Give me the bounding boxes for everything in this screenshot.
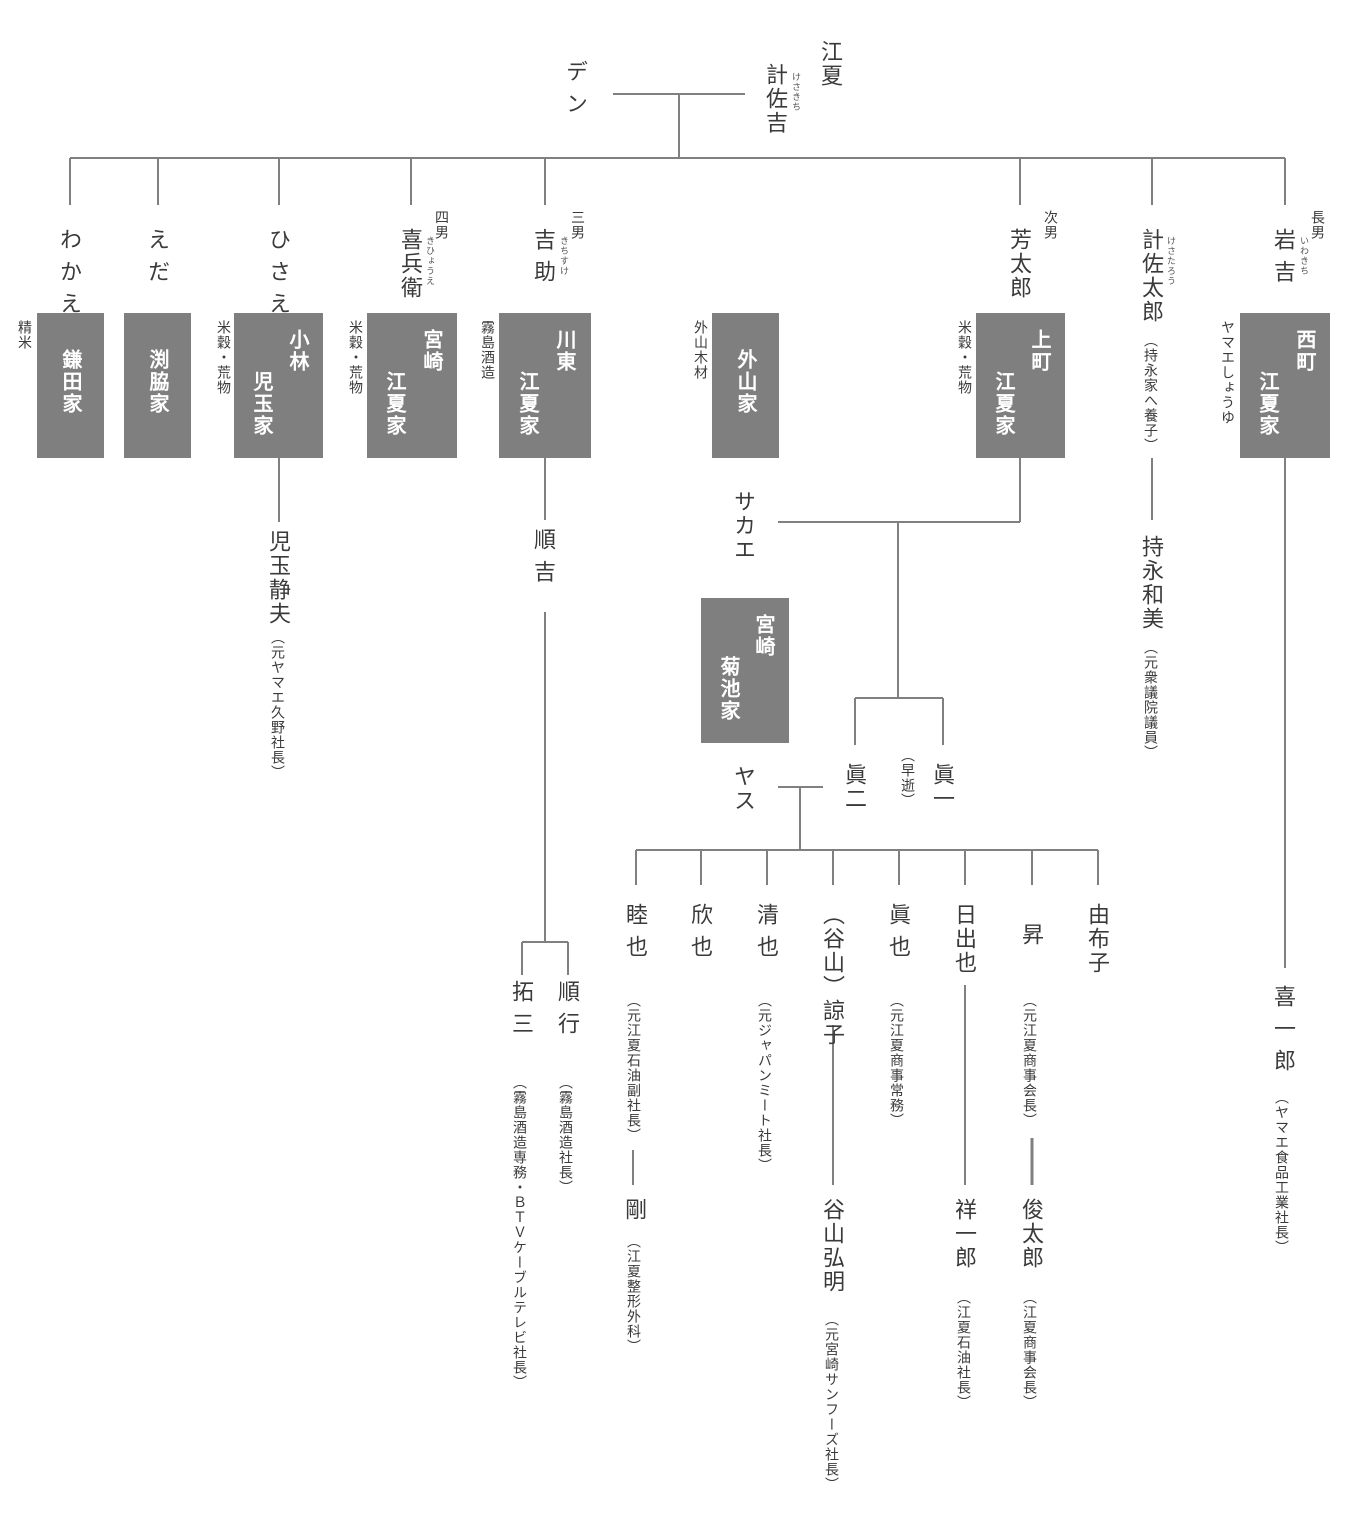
person-shinichi-note: （早逝） [899,748,915,808]
person-ryoko: （谷山）諒子 [819,903,844,1047]
house-miyazaki-enatsu-line2: 江夏家 [383,371,407,437]
person-tsuyoshi: 剛 [621,1198,646,1230]
person-taniyama-hiroaki: 谷山弘明 [819,1198,844,1294]
house-nishimachi-enatsu: 西町 江夏家 [1240,313,1330,458]
person-hideya: 日出也 [951,903,976,975]
person-kiichiro-note: （ヤマエ食品工業社長） [1273,1090,1289,1255]
person-shinya: 眞也 [885,903,910,967]
person-kodama-shizuo: 児玉静夫 [265,530,290,626]
person-sakae: サカエ [730,490,755,562]
child-yoshitaro-name: 芳太郎 [1006,228,1031,300]
person-tsuyoshi-note: （江夏整形外科） [625,1234,641,1354]
house-kikuchi-line1: 宮崎 [752,614,776,658]
child-kihei-rank: 四男 [433,210,449,240]
person-kiichiro: 喜一郎 [1270,985,1295,1081]
kamata-trade: 精米 [16,320,32,350]
person-mutsuya: 睦也 [622,903,647,967]
house-kamimachi-enatsu-line2: 江夏家 [992,371,1016,437]
person-shuntaro: 俊太郎 [1018,1198,1043,1270]
root-mother-name: デン [562,60,587,124]
person-mutsuya-note: （元江夏石油副社長） [625,993,641,1143]
house-nishimachi-enatsu-line1: 西町 [1293,329,1317,373]
person-shoichiro: 祥一郎 [951,1198,976,1270]
house-kobayashi: 小林 児玉家 [234,313,323,458]
house-kamimachi-enatsu-line1: 上町 [1028,329,1052,373]
person-noboru: 昇 [1018,923,1043,955]
house-fuchiwaki-label: 渕脇家 [146,349,170,415]
house-tonoyama-label: 外山家 [734,349,758,415]
child-kichisuke-rank: 三男 [569,210,585,240]
child-kesataro-note: （持永家へ養子） [1142,333,1158,453]
person-junko: 順行 [554,980,579,1044]
child-wakae: わかえ [56,228,81,324]
house-kikuchi: 宮崎 菊池家 [701,598,789,743]
house-kamata: 鎌田家 [37,313,104,458]
root-father-name: 計佐吉 [762,63,787,135]
child-yoshitaro-rank: 次男 [1042,210,1058,240]
child-kesataro-ruby: けさたろう [1165,236,1175,286]
person-takuzo: 拓三 [508,980,533,1044]
nishimachi-enatsu-trade: ヤマエしょうゆ [1219,320,1235,425]
person-junkichi: 順吉 [530,528,555,592]
house-sendai-enatsu: 川東 江夏家 [499,313,591,458]
house-miyazaki-enatsu-line1: 宮崎 [420,329,444,373]
house-sendai-enatsu-line2: 江夏家 [516,371,540,437]
root-father-ruby: けさきち [790,72,800,112]
person-kinya: 欣也 [687,903,712,967]
child-kihei-ruby: きひょうえ [424,236,434,286]
person-takuzo-note: （霧島酒造専務・ＢＴＶケーブルテレビ社長） [511,1075,527,1390]
miyazaki-enatsu-trade: 米穀・荒物 [347,320,363,395]
house-miyazaki-enatsu: 宮崎 江夏家 [367,313,457,458]
person-shinji: 眞二 [841,763,866,811]
person-kodama-shizuo-note: （元ヤマエ久野社長） [269,630,285,780]
person-yasu: ヤス [730,765,755,813]
tonoyama-trade: 外山木材 [692,320,708,380]
person-junko-note: （霧島酒造社長） [557,1075,573,1195]
house-fuchiwaki: 渕脇家 [124,313,191,458]
house-kamimachi-enatsu: 上町 江夏家 [976,313,1065,458]
house-kikuchi-line2: 菊池家 [717,656,741,722]
root-family-name: 江夏 [817,40,842,88]
child-eda: えだ [144,228,169,292]
house-nishimachi-enatsu-line2: 江夏家 [1256,371,1280,437]
person-seiya: 清也 [753,903,778,967]
person-mochinaga-kazumi: 持永和美 [1138,535,1163,631]
child-iwakichi-ruby: いわきち [1298,236,1308,276]
person-shuntaro-note: （江夏商事会長） [1021,1290,1037,1410]
child-kesataro-name: 計佐太郎 [1138,228,1163,324]
person-taniyama-hiroaki-note: （元宮崎サンフーズ社長） [823,1312,839,1492]
child-kihei-name: 喜兵衛 [397,228,422,300]
house-kobayashi-line1: 小林 [286,329,310,373]
child-kichisuke-name: 吉助 [530,228,555,292]
child-hisae: ひさえ [265,228,290,324]
child-kichisuke-ruby: きちすけ [558,236,568,276]
person-yuko: 由布子 [1084,903,1109,975]
kamimachi-enatsu-trade: 米穀・荒物 [956,320,972,395]
kobayashi-trade: 米穀・荒物 [215,320,231,395]
house-tonoyama: 外山家 [712,313,779,458]
person-noboru-note: （元江夏商事会長） [1021,993,1037,1128]
person-shinya-note: （元江夏商事常務） [888,993,904,1128]
sendai-enatsu-trade: 霧島酒造 [479,320,495,380]
child-iwakichi-name: 岩吉 [1270,228,1295,292]
person-shinichi: 眞一 [929,763,954,811]
house-sendai-enatsu-line1: 川東 [553,329,577,373]
person-mochinaga-kazumi-note: （元衆議院議員） [1142,640,1158,760]
person-shoichiro-note: （江夏石油社長） [955,1290,971,1410]
child-iwakichi-rank: 長男 [1309,210,1325,240]
house-kobayashi-line2: 児玉家 [250,371,274,437]
person-seiya-note: （元ジャパンミート社長） [756,993,772,1173]
house-kamata-label: 鎌田家 [59,349,83,415]
